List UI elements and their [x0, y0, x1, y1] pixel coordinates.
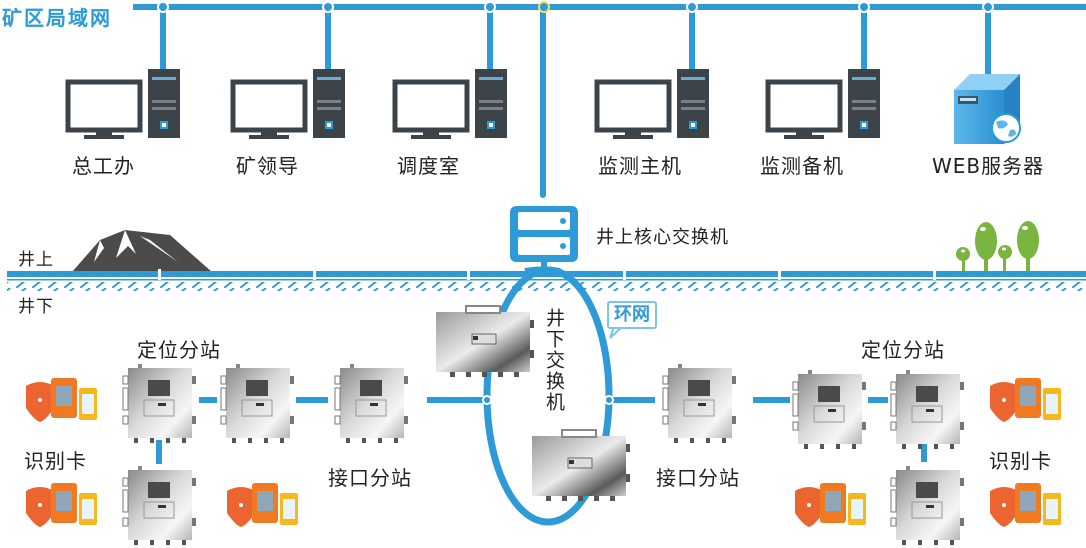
above-ground-label: 井上 — [18, 250, 54, 270]
bus-node — [858, 1, 870, 13]
id-card-icon — [227, 483, 298, 527]
node-label-mine-leader: 矿领导 — [236, 154, 299, 178]
mountain-icon — [72, 230, 212, 272]
bus-node — [484, 1, 496, 13]
desktop-computer-icon — [233, 69, 345, 139]
core-switch-label: 井上核心交换机 — [596, 227, 729, 248]
desktop-computer-icon — [68, 69, 180, 139]
node-label-monitor-host: 监测主机 — [598, 154, 682, 178]
id-card-icon — [990, 483, 1061, 527]
bus-node — [157, 1, 169, 13]
bus-node — [686, 1, 698, 13]
node-label-dispatch-room: 调度室 — [397, 154, 460, 178]
right-positioning-station-label: 定位分站 — [861, 338, 945, 362]
ring-network-badge: 环网 — [607, 301, 657, 329]
desktop-computer-icon — [597, 69, 709, 139]
underground-switch-box — [435, 305, 535, 378]
core-switch-icon — [510, 206, 578, 270]
positioning-station-device — [890, 369, 965, 450]
desktop-computer-icon — [395, 69, 507, 139]
right-id-card-label: 识别卡 — [989, 449, 1052, 473]
node-label-monitor-backup: 监测备机 — [760, 154, 844, 178]
positioning-station-device — [220, 363, 295, 444]
left-id-card-label: 识别卡 — [24, 449, 87, 473]
underground-switch-label: 井下交换机 — [543, 308, 565, 413]
positioning-station-device — [122, 465, 197, 546]
left-interface-station-label: 接口分站 — [328, 466, 412, 490]
ring-node — [482, 395, 492, 405]
left-positioning-station-label: 定位分站 — [137, 338, 221, 362]
underground-switch-box — [531, 429, 631, 502]
trees-icon — [956, 221, 1039, 272]
web-server-icon — [954, 74, 1021, 144]
id-card-icon — [990, 378, 1061, 422]
positioning-station-device — [792, 369, 867, 450]
bus-node — [322, 1, 334, 13]
trunk-bus-node — [538, 1, 550, 13]
node-label-general-office: 总工办 — [72, 154, 135, 178]
positioning-station-device — [890, 465, 965, 546]
id-card-icon — [26, 483, 97, 527]
bus-node — [982, 1, 994, 13]
ground-line — [7, 269, 1086, 291]
lan-title: 矿区局域网 — [2, 6, 112, 30]
interface-station-device — [662, 363, 737, 444]
desktop-computer-icon — [768, 69, 880, 139]
right-interface-station-label: 接口分站 — [656, 466, 740, 490]
id-card-icon — [795, 483, 866, 527]
positioning-station-device — [122, 363, 197, 444]
ring-node — [604, 395, 614, 405]
interface-station-device — [334, 363, 409, 444]
below-ground-label: 井下 — [18, 297, 54, 317]
node-label-web-server: WEB服务器 — [932, 154, 1045, 178]
id-card-icon — [26, 378, 97, 422]
